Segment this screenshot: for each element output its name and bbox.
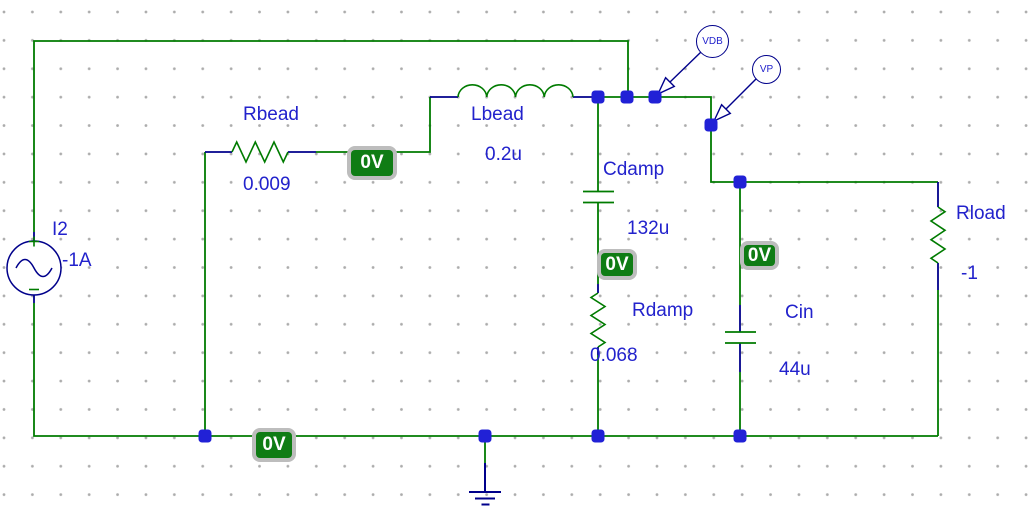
label-cdamp-value[interactable]: 132u (627, 218, 670, 239)
node-dot (733, 175, 747, 189)
probe-vp[interactable]: VP (752, 55, 781, 84)
cdamp-plates (583, 190, 614, 204)
current-source-i2-symbol[interactable] (6, 232, 62, 303)
label-lbead-value[interactable]: 0.2u (485, 144, 522, 165)
label-rload-name[interactable]: Rload (956, 203, 1006, 224)
cin-plates (725, 331, 756, 344)
vp-probe-arrowhead-icon (712, 103, 732, 123)
label-rdamp-name[interactable]: Rdamp (632, 300, 694, 321)
capacitor-cdamp-symbol[interactable] (583, 190, 614, 204)
junction-dots (198, 90, 747, 443)
rload-zigzag (929, 206, 947, 264)
resistor-rload-symbol[interactable] (929, 182, 947, 290)
wire-bottom-rail (33, 303, 938, 437)
voltage-marker-text: 0V (601, 253, 633, 276)
voltage-marker-rbead-out[interactable]: 0V (347, 146, 397, 180)
voltage-marker-text: 0V (351, 150, 393, 176)
lbead-coils (457, 83, 574, 98)
node-dot (591, 90, 605, 104)
resistor-rbead-symbol[interactable] (205, 140, 316, 164)
ground-symbol[interactable] (469, 463, 501, 506)
label-rdamp-value[interactable]: 0.068 (590, 345, 638, 366)
label-cdamp-name[interactable]: Cdamp (603, 159, 665, 180)
node-dot (478, 429, 492, 443)
label-rbead-value[interactable]: 0.009 (243, 174, 291, 195)
vp-probe-shaft (725, 78, 757, 110)
node-dot (648, 90, 662, 104)
node-dot (620, 90, 634, 104)
wire-rbead-to-lbead (316, 97, 431, 153)
label-lbead-name[interactable]: Lbead (471, 104, 524, 125)
label-cin-value[interactable]: 44u (779, 359, 811, 380)
node-dot (591, 429, 605, 443)
resistor-rdamp-symbol[interactable] (589, 284, 607, 355)
label-rload-value[interactable]: -1 (961, 263, 978, 284)
wire-top-rail (33, 40, 629, 232)
probe-vdb[interactable]: VDB (696, 25, 729, 58)
node-dot (198, 429, 212, 443)
voltage-marker-ground-rail[interactable]: 0V (252, 428, 296, 462)
probe-vdb-label: VDB (702, 36, 723, 47)
voltage-marker-cdamp-mid[interactable]: 0V (597, 249, 637, 280)
label-i2-name[interactable]: I2 (52, 219, 68, 240)
label-i2-value[interactable]: -1A (62, 250, 92, 271)
voltage-marker-cin-top[interactable]: 0V (740, 241, 779, 270)
rdamp-zigzag (589, 292, 607, 348)
node-dot (704, 118, 718, 132)
sine-wave-icon (15, 258, 53, 278)
vdb-probe-shaft (669, 51, 702, 83)
plus-icon (29, 236, 39, 247)
voltage-marker-text: 0V (744, 245, 775, 266)
label-rbead-name[interactable]: Rbead (243, 104, 299, 125)
label-cin-name[interactable]: Cin (785, 302, 814, 323)
rbead-zigzag (231, 140, 289, 164)
vdb-probe-arrowhead-icon (656, 76, 676, 96)
probe-arrows (656, 51, 757, 123)
probe-vp-label: VP (759, 64, 774, 75)
voltage-marker-text: 0V (256, 432, 292, 458)
capacitor-cin-symbol[interactable] (725, 305, 756, 372)
inductor-lbead-symbol[interactable] (430, 83, 592, 98)
node-dot (733, 429, 747, 443)
